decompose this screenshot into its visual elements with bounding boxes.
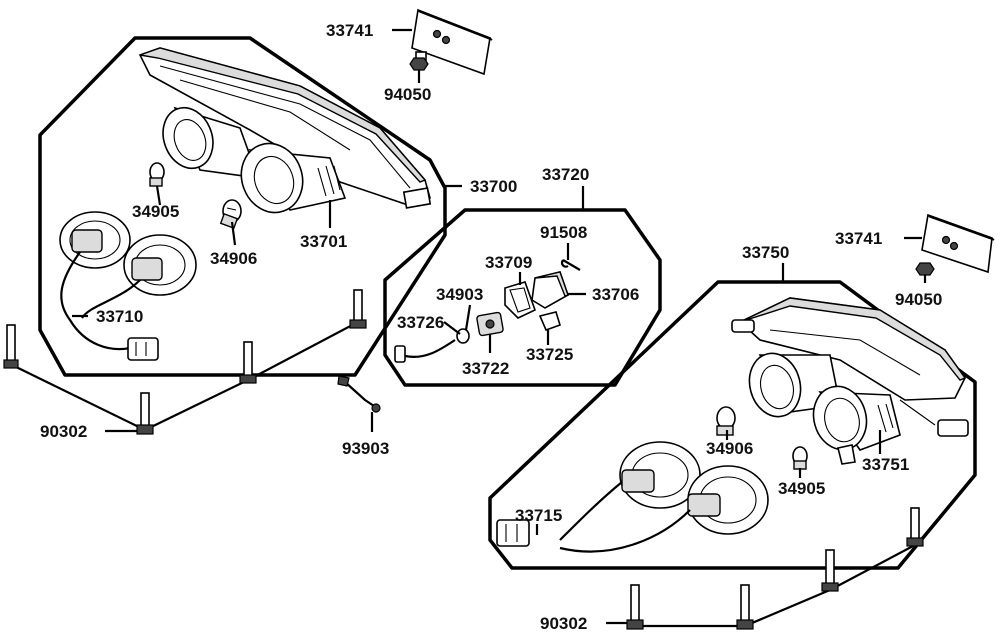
harness-33726: [394, 339, 456, 363]
bolt-left-1: [3, 324, 19, 369]
nut-right: [915, 262, 935, 276]
license-lamp-top: [411, 8, 493, 76]
bolt-bottom-3: [821, 549, 839, 592]
label-33750: 33750: [742, 243, 789, 262]
label-33725: 33725: [526, 345, 573, 364]
socket-harness-left: [59, 211, 197, 361]
bulb-34906-left: [219, 199, 242, 229]
screw-93903: [337, 375, 381, 413]
pin-91508: [560, 259, 581, 271]
label-34905-right: 34905: [778, 479, 825, 498]
label-34906-left: 34906: [210, 249, 257, 268]
socket-tube-right-2: [812, 385, 901, 465]
cover-33706: [531, 271, 569, 309]
nut-top: [409, 57, 429, 80]
tail-light-housing-right: [731, 297, 969, 437]
bracket-33725: [538, 311, 561, 332]
bulb-34903: [456, 328, 470, 344]
label-91508: 91508: [540, 223, 587, 242]
socket-tube-left-2: [240, 142, 347, 214]
label-33741-top: 33741: [326, 21, 373, 40]
label-33741-right: 33741: [835, 229, 882, 248]
label-90302-left: 90302: [40, 422, 87, 441]
label-34903: 34903: [436, 285, 483, 304]
lens-33709: [504, 281, 536, 319]
socket-harness-right: [496, 441, 769, 553]
label-33720: 33720: [542, 165, 589, 184]
label-33722: 33722: [462, 359, 509, 378]
label-33715: 33715: [515, 506, 562, 525]
bolt-group-left-lead: [9, 321, 359, 432]
label-34906-right: 34906: [706, 439, 753, 458]
bolt-left-4: [349, 289, 367, 329]
leader-lines: [72, 28, 927, 625]
label-33751: 33751: [862, 455, 909, 474]
center-assembly-frame: [383, 208, 662, 387]
label-33710: 33710: [96, 307, 143, 326]
label-90302-bottom: 90302: [540, 614, 587, 633]
bolt-left-2: [136, 392, 154, 435]
bulb-34905-right: [792, 446, 808, 470]
right-assembly-frame: [488, 280, 977, 570]
label-33709: 33709: [485, 253, 532, 272]
socket-tube-left-1: [162, 106, 260, 179]
bulb-34905-left: [149, 162, 165, 187]
bolt-bottom-1: [626, 584, 644, 630]
tail-light-housing-left: [138, 47, 432, 209]
socket-tube-right-1: [748, 352, 841, 418]
left-assembly-frame: [38, 36, 447, 377]
bulb-34906-right: [716, 406, 736, 436]
label-34905-left: 34905: [132, 202, 179, 221]
label-94050-top: 94050: [384, 85, 431, 104]
bolt-bottom-4: [906, 507, 924, 547]
socket-33722: [476, 311, 504, 337]
bolt-left-3: [239, 341, 257, 384]
label-33701: 33701: [300, 232, 347, 251]
label-33726: 33726: [397, 313, 444, 332]
license-lamp-right: [921, 213, 995, 274]
label-94050-right: 94050: [895, 290, 942, 309]
label-33700: 33700: [470, 177, 517, 196]
label-93903: 93903: [342, 439, 389, 458]
bolt-group-bottom-lead: [635, 544, 916, 628]
bolt-bottom-2: [736, 584, 754, 630]
label-33706: 33706: [592, 285, 639, 304]
